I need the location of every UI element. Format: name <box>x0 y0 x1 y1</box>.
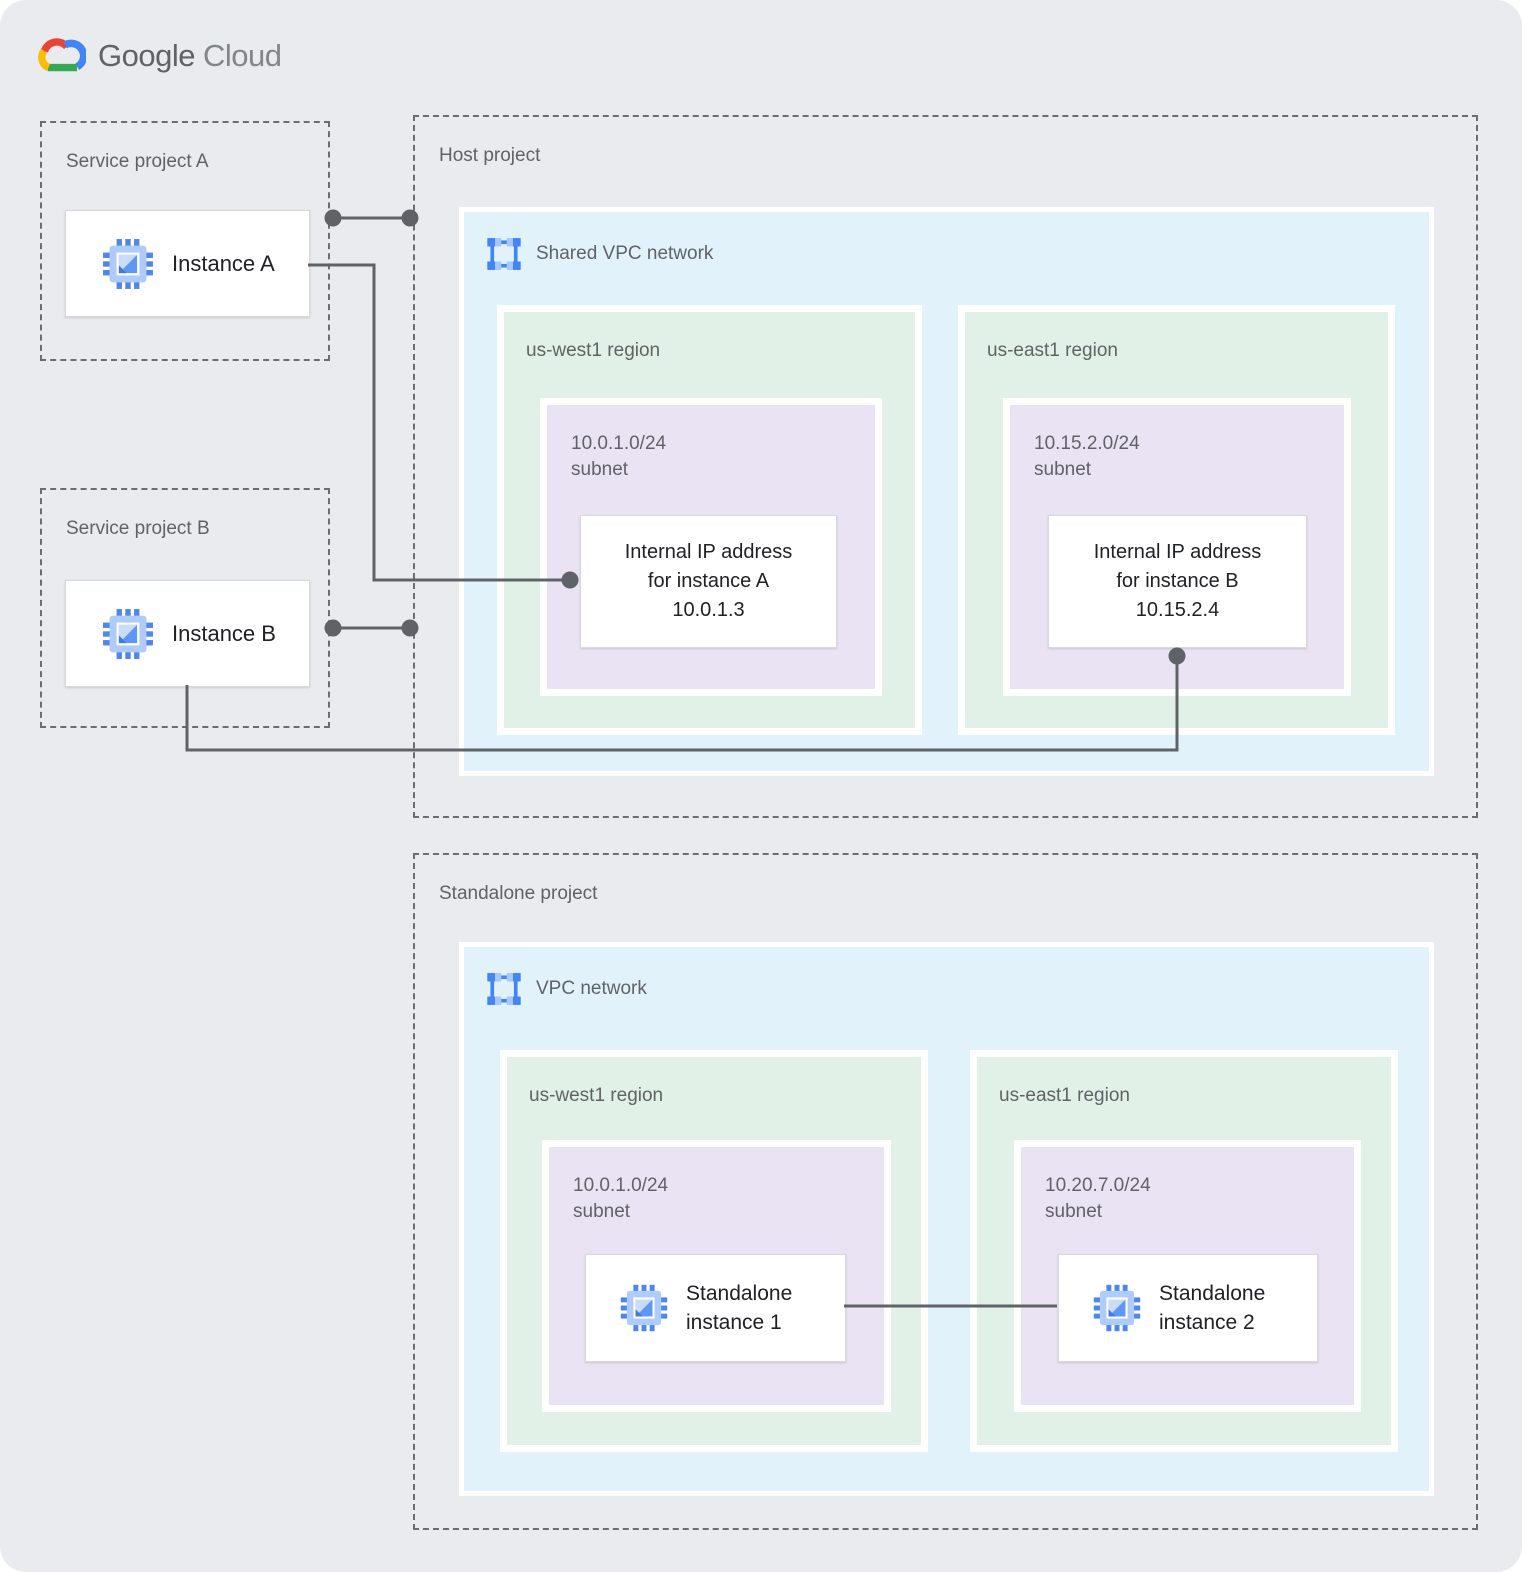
host-east-subnet-cidr: 10.15.2.0/24 <box>1034 433 1140 454</box>
vpc-network-icon <box>487 238 521 270</box>
standalone-west-subnet-word: subnet <box>573 1201 631 1222</box>
host-west-subnet-cidr: 10.0.1.0/24 <box>571 433 667 454</box>
instance-a-card: Instance A <box>65 210 310 317</box>
instance-b-label: Instance B <box>172 620 276 646</box>
service-project-a-box: Service project A Instance A <box>40 121 330 361</box>
compute-instance-icon <box>103 238 153 289</box>
standalone-east-subnet-box: 10.20.7.0/24 subnet <box>1014 1140 1361 1412</box>
vpc-network-icon <box>487 973 521 1005</box>
standalone-instance-2-card: Standalone instance 2 <box>1058 1254 1318 1362</box>
ip-b-line1: Internal IP address <box>1093 541 1262 563</box>
standalone-us-west1-region-box: us-west1 region 10.0.1.0/24 subnet <box>500 1050 928 1452</box>
host-us-east1-region-label: us-east1 region <box>987 340 1118 361</box>
host-east-subnet-word: subnet <box>1034 459 1092 480</box>
ip-b-line3: 10.15.2.4 <box>1135 599 1220 621</box>
instance-b-card: Instance B <box>65 580 310 687</box>
shared-vpc-network-box: Shared VPC network us-west1 region 10.0.… <box>459 207 1434 776</box>
service-project-b-title: Service project B <box>66 518 210 539</box>
standalone-west-subnet-label: 10.0.1.0/24 subnet <box>573 1173 668 1225</box>
internal-ip-a-card: Internal IP address for instance A 10.0.… <box>580 515 837 648</box>
ip-a-line1: Internal IP address <box>624 541 793 563</box>
standalone-instance-1-line2: instance 1 <box>686 1311 782 1334</box>
host-project-title: Host project <box>439 145 541 166</box>
standalone-us-east1-region-label: us-east1 region <box>999 1085 1130 1106</box>
ip-a-line3: 10.0.1.3 <box>672 599 745 621</box>
host-west-subnet-word: subnet <box>571 459 629 480</box>
standalone-west-subnet-box: 10.0.1.0/24 subnet <box>542 1140 891 1412</box>
compute-instance-icon <box>620 1284 668 1332</box>
instance-a-label: Instance A <box>172 250 275 276</box>
compute-instance-icon <box>103 608 153 659</box>
standalone-west-subnet-cidr: 10.0.1.0/24 <box>573 1175 669 1196</box>
service-project-b-box: Service project B Instance B <box>40 488 330 728</box>
standalone-east-subnet-word: subnet <box>1045 1201 1103 1222</box>
vpc-network-box: VPC network us-west1 region 10.0.1.0/24 … <box>459 942 1434 1496</box>
standalone-us-east1-region-box: us-east1 region 10.20.7.0/24 subnet <box>970 1050 1398 1452</box>
compute-instance-icon <box>1093 1284 1141 1332</box>
host-us-east1-region-box: us-east1 region 10.15.2.0/24 subnet Inte… <box>958 305 1395 735</box>
standalone-us-west1-region-label: us-west1 region <box>529 1085 664 1106</box>
vpc-network-label: VPC network <box>536 978 647 999</box>
standalone-instance-2-line1: Standalone <box>1159 1282 1266 1305</box>
logo-google-word: Google <box>98 38 195 73</box>
standalone-instance-1-line1: Standalone <box>686 1282 793 1305</box>
standalone-project-title: Standalone project <box>439 883 598 904</box>
standalone-project-box: Standalone project VPC network us-west1 … <box>413 853 1478 1530</box>
standalone-instance-1-card: Standalone instance 1 <box>585 1254 846 1362</box>
google-cloud-logo-icon <box>38 38 86 72</box>
standalone-east-subnet-cidr: 10.20.7.0/24 <box>1045 1175 1151 1196</box>
host-west-subnet-box: 10.0.1.0/24 subnet Internal IP address f… <box>540 398 882 696</box>
host-east-subnet-box: 10.15.2.0/24 subnet Internal IP address … <box>1003 398 1351 696</box>
ip-a-line2: for instance A <box>647 570 770 592</box>
host-east-subnet-label: 10.15.2.0/24 subnet <box>1034 431 1140 483</box>
logo-cloud-word: Cloud <box>202 38 282 73</box>
host-project-box: Host project Shared VPC network us-west1… <box>413 115 1478 818</box>
host-us-west1-region-box: us-west1 region 10.0.1.0/24 subnet Inter… <box>497 305 922 735</box>
ip-b-line2: for instance B <box>1116 570 1239 592</box>
internal-ip-b-card: Internal IP address for instance B 10.15… <box>1048 515 1307 648</box>
standalone-instance-2-line2: instance 2 <box>1159 1311 1255 1334</box>
host-west-subnet-label: 10.0.1.0/24 subnet <box>571 431 666 483</box>
shared-vpc-network-label: Shared VPC network <box>536 243 714 264</box>
service-project-a-title: Service project A <box>66 151 209 172</box>
standalone-east-subnet-label: 10.20.7.0/24 subnet <box>1045 1173 1151 1225</box>
host-us-west1-region-label: us-west1 region <box>526 340 661 361</box>
